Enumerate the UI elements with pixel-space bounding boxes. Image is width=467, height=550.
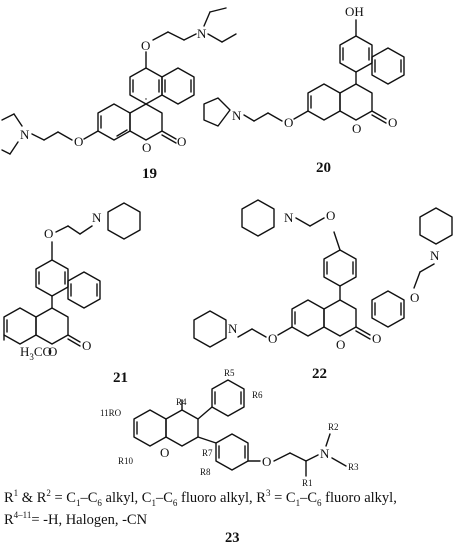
atom-o-23a: O: [160, 445, 169, 460]
atom-r7-23: R7: [202, 448, 213, 458]
compound-23-structure: R4 11RO R10 O R7 R5 R6 R8 O N R1 R2 R3: [100, 368, 359, 488]
atom-o-22a: O: [326, 208, 335, 223]
atom-o-21c: O: [48, 344, 57, 359]
atom-r6-23: R6: [252, 390, 263, 400]
atom-r5-23: R5: [224, 368, 235, 378]
atom-o-19c: O: [142, 140, 151, 155]
atom-n-22b: N: [430, 248, 440, 263]
compound-22-structure: N O N O O O O N 22: [193, 199, 453, 382]
atom-o-19d: O: [74, 134, 83, 149]
atom-r1-23: R1: [302, 478, 313, 488]
compound-20-structure: OH O O O N 20: [203, 4, 405, 176]
compound-19-structure: O N O O O N 19: [1, 7, 237, 182]
atom-n-20: N: [232, 108, 242, 123]
atom-r8-23: R8: [200, 467, 211, 477]
atom-o-21b: O: [82, 338, 91, 353]
atom-o-20a: O: [388, 115, 397, 130]
atom-o-22e: O: [268, 331, 277, 346]
atom-n-22c: N: [228, 321, 238, 336]
atom-n-19b: N: [20, 127, 30, 142]
atom-oh-20: OH: [345, 4, 364, 19]
atom-o-21a: O: [44, 226, 53, 241]
compound-21-structure: N O O O H3CO 21: [3, 202, 141, 386]
atom-n-23: N: [320, 446, 330, 461]
atom-r3-23: R3: [348, 462, 359, 472]
substituent-legend-line-1: R1 & R2 = C1–C6 alkyl, C1–C6 fluoro alky…: [4, 488, 397, 508]
atom-o-22d: O: [336, 337, 345, 352]
compound-label-20: 20: [316, 160, 331, 176]
atom-r2-23: R2: [328, 422, 339, 432]
atom-h3co-21: H3CO: [20, 344, 52, 362]
atom-o-23b: O: [262, 454, 271, 469]
compound-label-23: 23: [225, 530, 240, 546]
compound-label-21: 21: [113, 370, 128, 386]
atom-r10-23: R10: [118, 456, 134, 466]
atom-o-22c: O: [372, 331, 381, 346]
compound-label-22: 22: [312, 366, 327, 382]
atom-o-20c: O: [284, 115, 293, 130]
atom-n-21: N: [92, 210, 102, 225]
atom-o-20b: O: [352, 121, 361, 136]
atom-n-22a: N: [284, 210, 294, 225]
substituent-legend-line-2: R4–11= -H, Halogen, -CN: [4, 510, 148, 528]
atom-o-22b: O: [410, 290, 419, 305]
atom-n-19a: N: [197, 26, 207, 41]
compound-label-19: 19: [142, 166, 157, 182]
atom-o-19b: O: [177, 134, 186, 149]
atom-r11o-23: 11RO: [100, 408, 122, 418]
atom-o-19a: O: [141, 38, 150, 53]
